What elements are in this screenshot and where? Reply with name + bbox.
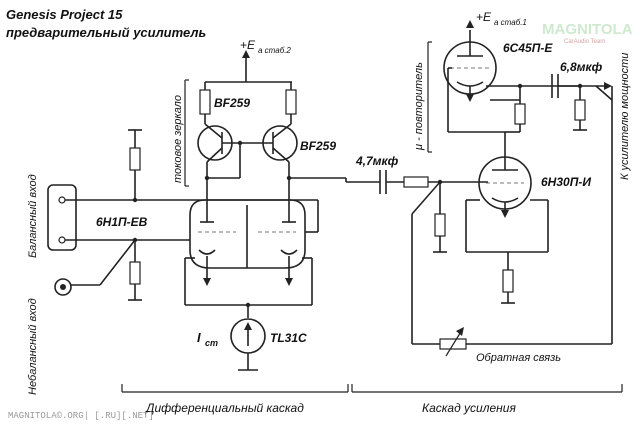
watermark-brand: MAGNITOLA <box>542 21 633 38</box>
label-gain-stage: Каскад усиления <box>422 401 516 415</box>
resistor-output <box>574 99 586 121</box>
label-cap-1: 4,7мкф <box>355 154 399 168</box>
resistor-mirror-right <box>285 89 297 115</box>
resistor-grid-bottom <box>129 261 141 285</box>
bracket-gain-stage <box>351 384 623 393</box>
resistor-grid-top <box>129 147 141 171</box>
label-mu-follower: μ - повторитель <box>413 62 425 151</box>
tube-6s45p-e <box>443 30 497 102</box>
svg-text:+E: +E <box>240 38 256 52</box>
tube-6n1p-ev <box>189 199 306 269</box>
label-tube-amp: 6Н30П-И <box>541 175 591 189</box>
label-transistor-left: BF259 <box>214 96 250 110</box>
label-tube-diff: 6Н1П-ЕВ <box>96 215 148 229</box>
title-line2: предварительный усилитель <box>6 25 206 40</box>
label-current-i: I <box>197 330 201 345</box>
resistor-grid-stopper <box>403 176 429 188</box>
label-tube-follower: 6С45П-Е <box>503 41 553 55</box>
resistor-mirror-left <box>199 89 211 115</box>
label-current-sub: ст <box>205 338 218 348</box>
label-transistor-right: BF259 <box>300 139 336 153</box>
bracket-diff-stage <box>121 384 349 393</box>
label-balanced-input: Балансный вход <box>27 174 39 258</box>
title-line1: Genesis Project 15 <box>6 7 123 22</box>
label-feedback: Обратная связь <box>476 352 561 364</box>
label-current-mirror: токовое зеркало <box>172 95 184 183</box>
label-cap-2: 6,8мкф <box>560 60 603 74</box>
label-diff-stage: Дифференциальный каскад <box>144 401 304 415</box>
label-unbalanced-input: Небалансный вход <box>27 298 39 395</box>
unbalanced-input-jack[interactable] <box>54 278 72 296</box>
capacitor-4-7uf <box>379 170 387 194</box>
svg-text:a стаб.1: a стаб.1 <box>494 18 527 27</box>
tube-6n30p-i <box>478 156 532 218</box>
watermark-sub: CarAudio Team <box>564 39 605 45</box>
footer-watermark: MAGNITOLA©.ORG| [.RU][.NET] <box>8 411 154 421</box>
resistor-follower <box>514 103 526 125</box>
resistor-cathode-gain <box>502 269 514 293</box>
resistor-grid-gain <box>434 213 446 237</box>
supply-1: +E a стаб.1 <box>466 10 527 28</box>
supply-2: +E a стаб.2 <box>240 38 291 82</box>
label-current-chip: TL31C <box>270 331 307 345</box>
label-to-power-amp: К усилителю мощности <box>619 53 631 180</box>
balanced-input-connector[interactable] <box>47 184 77 251</box>
svg-text:a стаб.2: a стаб.2 <box>258 46 291 55</box>
svg-text:+E: +E <box>476 10 492 24</box>
current-source-tl31c <box>230 318 266 354</box>
